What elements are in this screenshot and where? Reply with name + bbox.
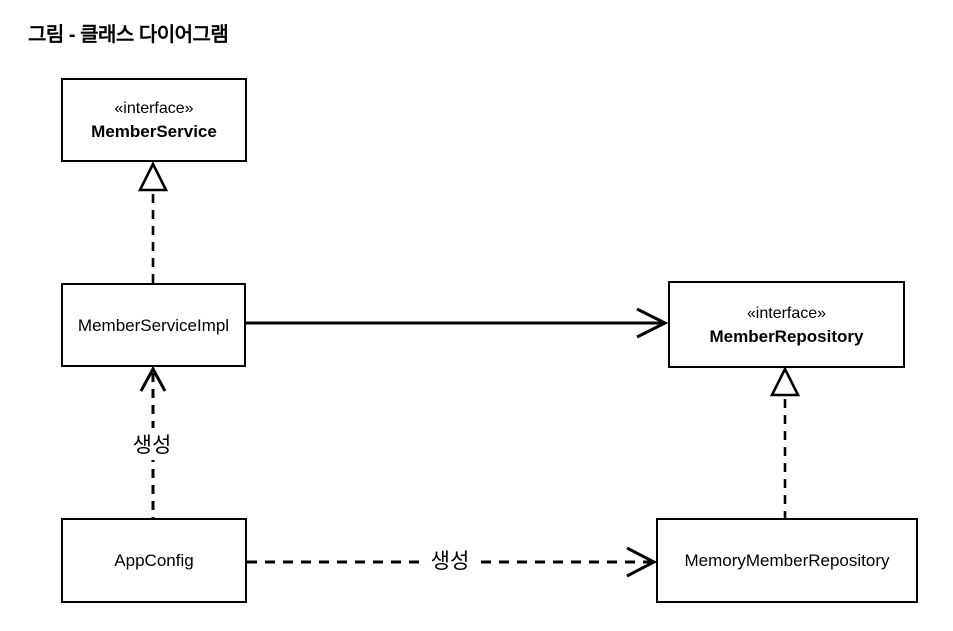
node-app-config: AppConfig — [61, 518, 247, 603]
node-name-label: MemberServiceImpl — [77, 315, 230, 335]
node-name-label: AppConfig — [114, 551, 194, 570]
node-member-service-impl: MemberServiceImpl — [61, 283, 246, 367]
stereotype-label: «interface» — [114, 100, 194, 117]
node-name-label: MemoryMemberRepository — [684, 551, 890, 570]
node-member-service: «interface» MemberService — [61, 78, 247, 162]
open-arrowhead — [139, 365, 167, 392]
open-arrowhead — [626, 546, 658, 578]
edge-realization-memberserviceimpl-memberservice — [137, 161, 169, 283]
node-memory-member-repository: MemoryMemberRepository — [656, 518, 918, 603]
edge-association-memberserviceimpl-memberrepository — [246, 307, 669, 339]
edge-realization-memorymemberrepository-memberrepository — [769, 366, 801, 518]
hollow-triangle-arrowhead — [137, 161, 169, 192]
node-name-label: MemberRepository — [709, 326, 864, 346]
stereotype-label: «interface» — [746, 304, 827, 322]
node-name-label: MemberService — [91, 122, 217, 141]
diagram-title: 그림 - 클래스 다이어그램 — [28, 24, 229, 46]
edge-label-create-horizontal: 생성 — [426, 544, 474, 576]
edge-label-create-vertical: 생성 — [128, 428, 176, 460]
open-arrowhead — [636, 307, 669, 339]
node-member-repository: «interface» MemberRepository — [668, 281, 905, 368]
hollow-triangle-arrowhead — [769, 366, 801, 397]
